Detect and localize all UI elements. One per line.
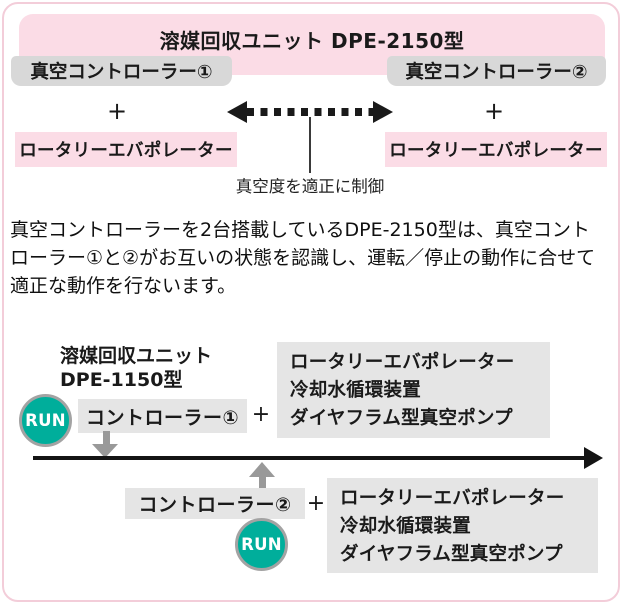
equipment-2-line-1: ロータリーエバポレーター — [340, 488, 565, 509]
controller-1-box: コントローラー① — [78, 399, 247, 433]
plus-sign-timeline-2: + — [306, 491, 326, 516]
controller-1-label: コントローラー① — [85, 406, 240, 429]
rotary-evaporator-box-right: ロータリーエバポレーター — [385, 132, 607, 167]
plus-sign-left: + — [106, 97, 128, 125]
equipment-1-line-3: ダイヤフラム型真空ポンプ — [290, 408, 513, 429]
equipment-box-2: ロータリーエバポレーター 冷却水循環装置 ダイヤフラム型真空ポンプ — [327, 478, 598, 573]
rotary-evaporator-label-left: ロータリーエバポレーター — [19, 141, 233, 161]
run-badge-1: RUN — [19, 394, 72, 447]
run-label-2: RUN — [241, 535, 282, 554]
unit-dpe1150-line2: DPE-1150型 — [60, 369, 183, 391]
timeline-arrowhead-icon — [584, 447, 603, 469]
rotary-evaporator-box-left: ロータリーエバポレーター — [15, 132, 237, 167]
caption-connector-line — [309, 117, 311, 173]
vacuum-controller-2-label: 真空コントローラー② — [405, 62, 588, 83]
run-badge-2: RUN — [235, 518, 288, 571]
equipment-1-line-2: 冷却水循環装置 — [290, 380, 421, 401]
down-arrow-head-icon — [92, 444, 118, 458]
run-label-1: RUN — [25, 411, 66, 430]
unit-dpe1150-label: 溶媒回収ユニット DPE-1150型 — [60, 344, 212, 392]
description-line-3: 適正な動作を行ないます。 — [10, 275, 237, 297]
dotted-double-arrow-icon — [227, 101, 393, 123]
description-paragraph: 真空コントローラーを2台搭載しているDPE-2150型は、真空コント ローラー①… — [10, 216, 618, 300]
equipment-2-line-2: 冷却水循環装置 — [340, 516, 471, 537]
rotary-evaporator-label-right: ロータリーエバポレーター — [389, 141, 603, 161]
description-line-1: 真空コントローラーを2台搭載しているDPE-2150型は、真空コント — [10, 219, 590, 241]
equipment-2-line-3: ダイヤフラム型真空ポンプ — [340, 544, 563, 565]
plus-sign-right: + — [483, 97, 505, 125]
up-arrow-head-icon — [249, 462, 275, 477]
controller-2-box: コントローラー② — [125, 488, 305, 519]
unit-dpe1150-line1: 溶媒回収ユニット — [60, 345, 213, 367]
timeline-axis — [33, 456, 585, 460]
equipment-box-1: ロータリーエバポレーター 冷却水循環装置 ダイヤフラム型真空ポンプ — [277, 342, 550, 438]
down-arrow-icon — [103, 431, 110, 445]
plus-sign-timeline-1: + — [251, 402, 271, 427]
vacuum-control-caption: 真空度を適正に制御 — [235, 177, 385, 196]
description-line-2: ローラー①と②がお互いの状態を認識し、運転／停止の動作に合せて — [10, 247, 596, 269]
vacuum-controller-2-box: 真空コントローラー② — [387, 56, 606, 86]
up-arrow-icon — [259, 477, 266, 489]
controller-2-label: コントローラー② — [138, 494, 292, 516]
vacuum-controller-1-label: 真空コントローラー① — [30, 62, 213, 83]
vacuum-controller-1-box: 真空コントローラー① — [11, 56, 232, 86]
unit-title: 溶媒回収ユニット DPE-2150型 — [159, 29, 465, 53]
equipment-1-line-1: ロータリーエバポレーター — [290, 352, 515, 373]
